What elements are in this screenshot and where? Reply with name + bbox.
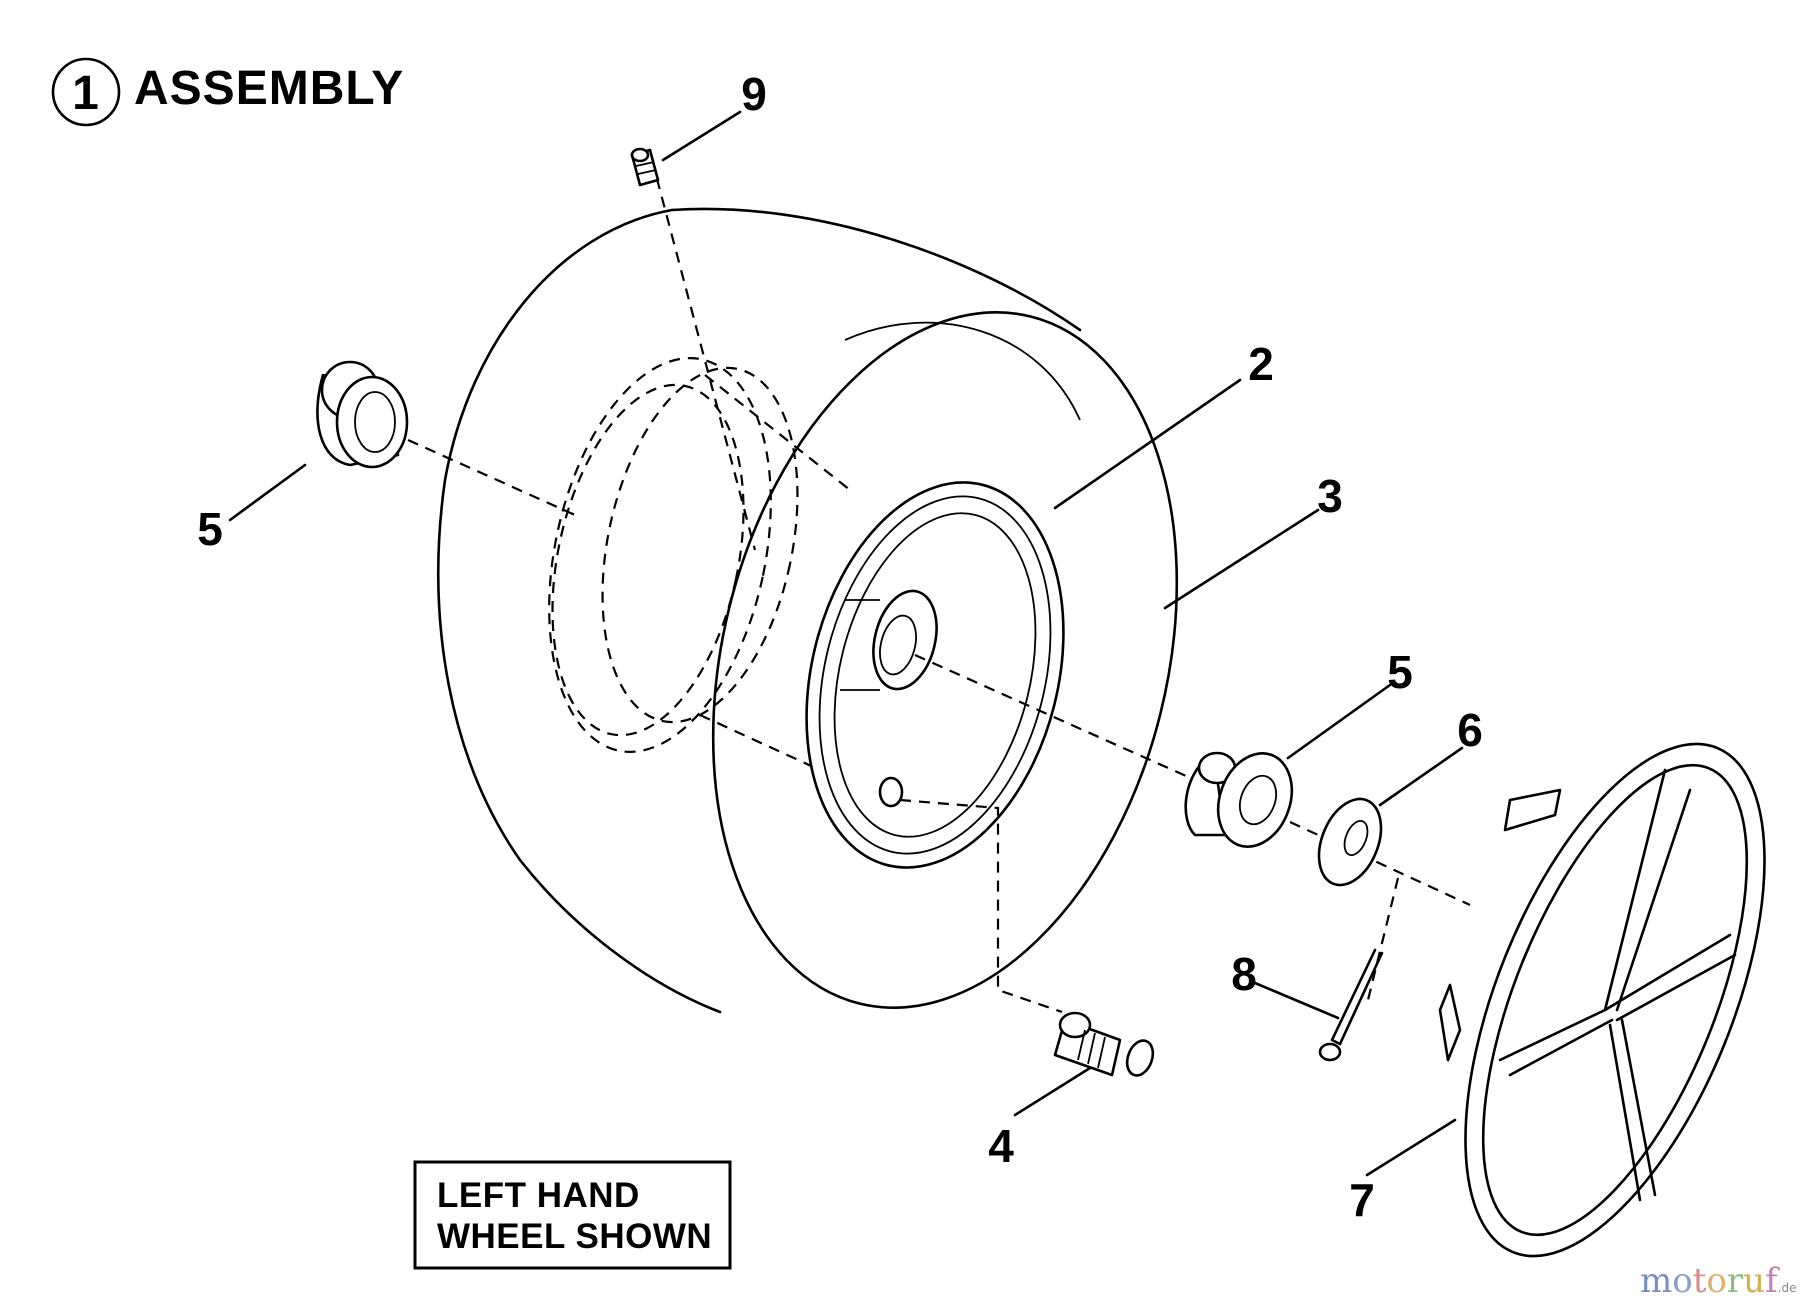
cotter-pin [1318,948,1384,1062]
assembly-header: 1 ASSEMBLY [51,57,404,127]
callout-4: 4 [988,1120,1014,1172]
right-bushing [1184,751,1294,848]
grease-fitting [630,147,660,187]
callout-2: 2 [1248,338,1274,390]
callout-5-left: 5 [197,503,223,555]
watermark: motoruf.de [1640,1261,1796,1301]
watermark-text: motoruf.de [1640,1261,1796,1301]
callout-3: 3 [1317,470,1343,522]
leader-lines [228,110,1464,1177]
assembly-number-circle [51,57,121,127]
note-line-2: WHEEL SHOWN [437,1217,712,1256]
washer [1317,797,1383,887]
note-frame [413,1160,732,1270]
hub-cap [1438,742,1766,1258]
valve-stem [1053,1011,1155,1077]
callouts: 9 2 3 5 6 8 4 7 5 [197,68,1483,1226]
callout-8: 8 [1231,948,1257,1000]
assembly-number: 1 [72,67,100,120]
callout-9: 9 [741,68,767,120]
callout-6: 6 [1457,704,1483,756]
left-bushing [316,360,409,469]
axis-lines [407,159,1471,1014]
note-line-1: LEFT HAND [437,1176,640,1215]
assembly-title: ASSEMBLY [134,62,404,115]
hidden-rim-outline [548,357,851,771]
callout-5-right: 5 [1387,646,1413,698]
wheel-rim [805,481,1065,869]
note-box: LEFT HAND WHEEL SHOWN [413,1160,732,1270]
callout-7: 7 [1349,1174,1375,1226]
